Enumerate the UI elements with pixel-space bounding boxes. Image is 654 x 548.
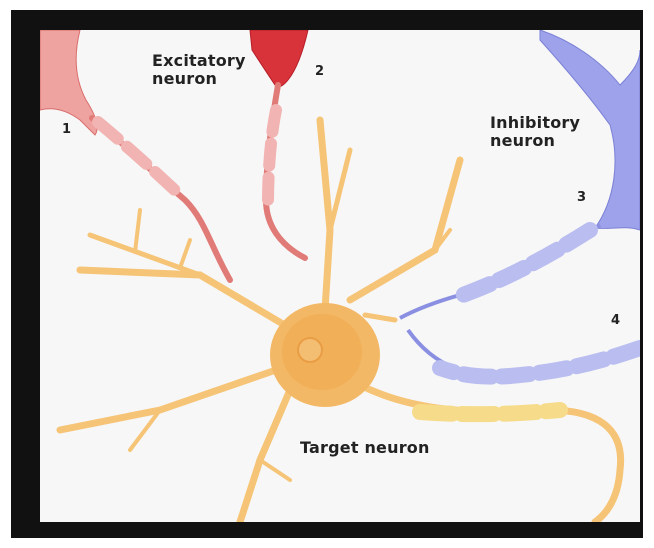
label-number-3: 3 bbox=[577, 190, 586, 205]
inhibitory-neuron-label: Inhibitory neuron bbox=[490, 114, 580, 150]
diagram-panel: Excitatory neuron Inhibitory neuron Targ… bbox=[40, 30, 640, 522]
label-number-2: 2 bbox=[315, 64, 324, 79]
label-number-4: 4 bbox=[611, 313, 620, 328]
target-neuron bbox=[60, 120, 621, 522]
inhibitory-neuron bbox=[400, 30, 640, 377]
excitatory-neuron-2 bbox=[250, 30, 308, 258]
target-neuron-label: Target neuron bbox=[300, 439, 430, 457]
excitatory-label-line2: neuron bbox=[152, 70, 246, 88]
excitatory-label-line1: Excitatory bbox=[152, 52, 246, 70]
label-number-1: 1 bbox=[62, 122, 71, 137]
inhibitory-label-line1: Inhibitory bbox=[490, 114, 580, 132]
excitatory-neuron-label: Excitatory neuron bbox=[152, 52, 246, 88]
inhibitory-label-line2: neuron bbox=[490, 132, 580, 150]
